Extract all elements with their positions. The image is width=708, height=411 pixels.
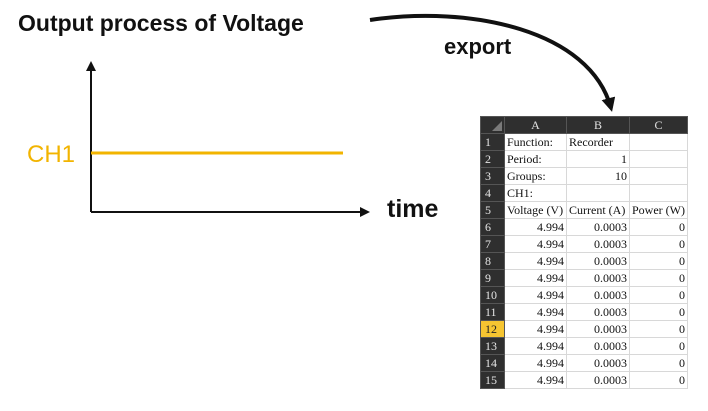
cell-b[interactable]: 1 xyxy=(566,150,630,168)
cell-a[interactable]: 4.994 xyxy=(504,218,567,236)
cell-a[interactable]: Period: xyxy=(504,150,567,168)
column-header-row: A B C xyxy=(480,116,688,134)
row-header[interactable]: 2 xyxy=(480,150,505,168)
row-header[interactable]: 1 xyxy=(480,133,505,151)
column-header-a[interactable]: A xyxy=(504,116,567,134)
cell-a[interactable]: 4.994 xyxy=(504,337,567,355)
cell-c[interactable] xyxy=(629,150,688,168)
cell-a[interactable]: 4.994 xyxy=(504,252,567,270)
cell-b[interactable]: Recorder xyxy=(566,133,630,151)
cell-a[interactable]: 4.994 xyxy=(504,235,567,253)
row-header[interactable]: 14 xyxy=(480,354,505,372)
cell-c[interactable]: 0 xyxy=(629,303,688,321)
diagram-title: Output process of Voltage xyxy=(18,10,304,36)
cell-b[interactable]: 0.0003 xyxy=(566,269,630,287)
cell-a[interactable]: 4.994 xyxy=(504,269,567,287)
cell-a[interactable]: 4.994 xyxy=(504,286,567,304)
cell-c[interactable]: 0 xyxy=(629,252,688,270)
x-axis-label: time xyxy=(387,195,439,223)
row-header[interactable]: 11 xyxy=(480,303,505,321)
cell-b[interactable]: Current (A) xyxy=(566,201,630,219)
cell-b[interactable]: 0.0003 xyxy=(566,354,630,372)
row-header[interactable]: 15 xyxy=(480,371,505,389)
row-header[interactable]: 8 xyxy=(480,252,505,270)
row-header[interactable]: 9 xyxy=(480,269,505,287)
row-header[interactable]: 10 xyxy=(480,286,505,304)
cell-c[interactable]: Power (W) xyxy=(629,201,688,219)
row-header[interactable]: 7 xyxy=(480,235,505,253)
cell-a[interactable]: Voltage (V) xyxy=(504,201,567,219)
column-header-c[interactable]: C xyxy=(629,116,688,134)
cell-c[interactable]: 0 xyxy=(629,218,688,236)
row-header[interactable]: 3 xyxy=(480,167,505,185)
cell-b[interactable]: 0.0003 xyxy=(566,303,630,321)
row-header[interactable]: 5 xyxy=(480,201,505,219)
cell-b[interactable]: 0.0003 xyxy=(566,320,630,338)
cell-c[interactable] xyxy=(629,184,688,202)
cell-c[interactable]: 0 xyxy=(629,320,688,338)
cell-a[interactable]: Groups: xyxy=(504,167,567,185)
cell-b[interactable]: 0.0003 xyxy=(566,252,630,270)
row-header[interactable]: 4 xyxy=(480,184,505,202)
row-header[interactable]: 6 xyxy=(480,218,505,236)
cell-b[interactable]: 0.0003 xyxy=(566,235,630,253)
cell-c[interactable]: 0 xyxy=(629,286,688,304)
cell-b[interactable] xyxy=(566,184,630,202)
cell-c[interactable]: 0 xyxy=(629,371,688,389)
cell-c[interactable]: 0 xyxy=(629,269,688,287)
cell-a[interactable]: 4.994 xyxy=(504,320,567,338)
cell-c[interactable] xyxy=(629,167,688,185)
cell-c[interactable]: 0 xyxy=(629,235,688,253)
export-label: export xyxy=(444,34,512,59)
cell-b[interactable]: 0.0003 xyxy=(566,218,630,236)
cell-c[interactable]: 0 xyxy=(629,354,688,372)
row-header[interactable]: 13 xyxy=(480,337,505,355)
export-arrow xyxy=(369,13,616,112)
cell-a[interactable]: CH1: xyxy=(504,184,567,202)
cell-c[interactable] xyxy=(629,133,688,151)
cell-a[interactable]: 4.994 xyxy=(504,303,567,321)
cell-a[interactable]: Function: xyxy=(504,133,567,151)
cell-a[interactable]: 4.994 xyxy=(504,371,567,389)
row-header[interactable]: 12 xyxy=(480,320,505,338)
cell-b[interactable]: 0.0003 xyxy=(566,286,630,304)
select-all-corner[interactable] xyxy=(480,116,505,134)
cell-b[interactable]: 0.0003 xyxy=(566,371,630,389)
cell-a[interactable]: 4.994 xyxy=(504,354,567,372)
channel-label: CH1 xyxy=(27,141,76,168)
cell-b[interactable]: 0.0003 xyxy=(566,337,630,355)
cell-b[interactable]: 10 xyxy=(566,167,630,185)
column-header-b[interactable]: B xyxy=(566,116,630,134)
cell-c[interactable]: 0 xyxy=(629,337,688,355)
